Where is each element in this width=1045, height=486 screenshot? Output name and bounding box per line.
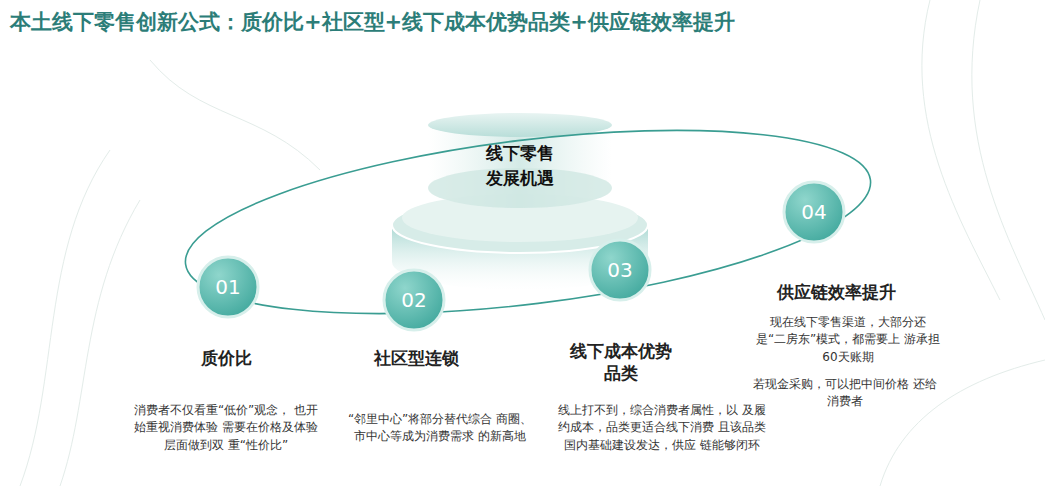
callout-number: 04 (801, 202, 826, 222)
circle-fill (384, 270, 444, 330)
circle-fill (590, 240, 650, 300)
step-heading: 供应链效率提升 (756, 281, 916, 303)
callout-number: 03 (607, 260, 632, 280)
podium-cylinder (428, 125, 612, 208)
step-heading: 社区型连锁 (346, 347, 486, 369)
step-heading: 质价比 (166, 347, 286, 369)
number-circle: 02 (384, 270, 444, 330)
step-description: “邻里中心”将部分替代综合 商圈、市中心等成为消费需求 的新高地 (346, 411, 534, 446)
step-description: 线上打不到，综合消费者属性，以 及履约成本，品类更适合线下消费 且该品类国内基础… (555, 402, 770, 454)
circle-fill (198, 257, 258, 317)
callout-number: 02 (401, 290, 426, 310)
orbit-ring (176, 99, 881, 346)
step-heading: 线下成本优势 品类 (561, 340, 681, 384)
center-title: 线下零售 发展机遇 (475, 141, 565, 190)
podium-label: 线下零售 发展机遇 (467, 136, 573, 195)
callout-number: 01 (215, 277, 240, 297)
number-circle: 03 (590, 240, 650, 300)
number-circle: 04 (784, 182, 844, 242)
leaf-texture (20, 0, 1045, 486)
page-title: 本土线下零售创新公式：质价比+社区型+线下成本优势品类+供应链效率提升 (10, 8, 735, 36)
step-description: 消费者不仅看重“低价”观念， 也开始重视消费体验 需要在价格及体验层面做到双 重… (129, 402, 324, 454)
number-circle: 01 (198, 257, 258, 317)
step-description: 现在线下零售渠道，大部分还 是“二房东”模式，都需要上 游承担60天账期 (753, 314, 943, 366)
step-description: 若现金采购，可以把中间价格 还给消费者 (750, 376, 940, 411)
circle-fill (784, 182, 844, 242)
